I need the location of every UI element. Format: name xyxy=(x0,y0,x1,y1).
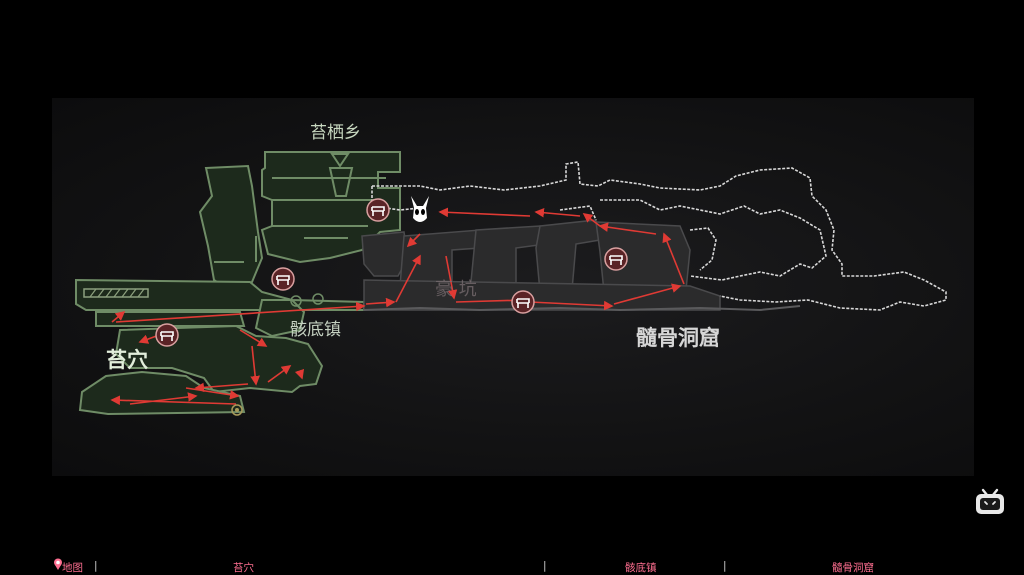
label-moss-cave: 苔穴 xyxy=(106,347,148,372)
bench-icon xyxy=(271,267,295,291)
chapter-marrow-caverns[interactable]: 髓骨洞窟 xyxy=(832,562,874,574)
moss-village-lines xyxy=(214,153,386,263)
chapter-moss-cave[interactable]: 苔穴 xyxy=(233,562,254,574)
bone-town-shaft xyxy=(254,299,306,338)
hazard-stripe-hatch xyxy=(89,288,145,298)
label-marrow-caverns: 髓骨洞窟 xyxy=(636,325,720,350)
shrine-icon xyxy=(231,404,243,416)
video-site-logo-icon[interactable] xyxy=(974,488,1006,516)
footer-separator: | xyxy=(723,560,727,572)
footer-map-label[interactable]: 地图 xyxy=(62,562,83,574)
bench-icon xyxy=(511,290,535,314)
moss-village-room xyxy=(260,151,401,264)
watermark-text: 豪 坑 xyxy=(435,279,477,300)
west-tower xyxy=(198,164,264,294)
bench-icon xyxy=(155,323,179,347)
explored-area xyxy=(75,151,401,416)
hazard-stripe xyxy=(83,288,149,298)
bone-town-creatures xyxy=(290,293,324,307)
unexplored-area xyxy=(361,219,721,311)
footer-separator: | xyxy=(543,560,547,572)
bench-icon xyxy=(604,247,628,271)
knight-icon xyxy=(411,196,429,222)
label-bone-town: 骸底镇 xyxy=(290,320,341,340)
cave-floor xyxy=(363,305,801,312)
bench-icon xyxy=(366,198,390,222)
label-moss-village: 苔栖乡 xyxy=(310,123,361,143)
footer-separator: | xyxy=(94,560,98,572)
map-pin-icon xyxy=(54,558,62,570)
chapter-bone-town[interactable]: 骸底镇 xyxy=(625,562,657,574)
